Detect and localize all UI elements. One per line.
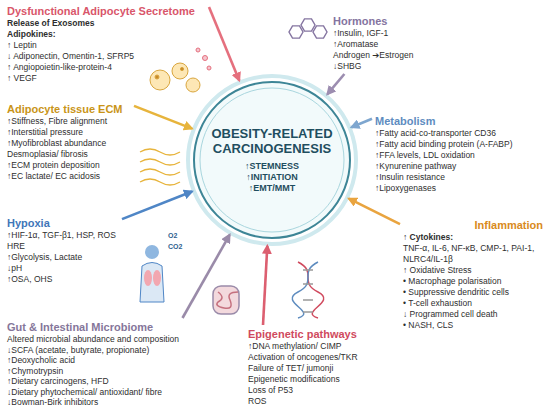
block-item: ↑ECM protein deposition [7,160,131,171]
dna-icon [292,262,324,318]
block-item: Epigenetic modifications [248,374,392,385]
block-heading: Hypoxia [7,216,119,230]
block-item: ↑Glycolysis, Lactate [7,252,119,263]
ecm-fibres [140,149,180,185]
block-item: • Suppressive dendritic cells [403,287,543,298]
block-item: ↑ Cytokines: [403,232,543,243]
outcome-text: ↑EMT/MMT [249,183,296,194]
block-item: ↑Chymotrypsin [7,366,211,377]
arrow-connector [349,199,400,225]
block-item: Androgen ➔Estrogen [333,50,507,61]
block-item: ↑Stiffness, Fibre alignment [7,116,131,127]
arrow-connector [134,106,192,129]
block-item: ↑Insulin resistance [375,172,543,183]
block-item: Release of Exosomes [7,18,206,29]
block-item: Altered microbial abundance and composit… [7,334,211,345]
block-item: • NASH, CLS [403,320,543,331]
block-heading: Inflammation [403,218,543,232]
block-item: Failure of TET/ jumonji [248,363,392,374]
factor-block: Hypoxia↑HIF-1α, TGF-β1, HSP, ROSHRE↑Glyc… [4,214,122,287]
block-item: ↑Fatty acid-co-transporter CD36 [375,128,543,139]
factor-block: Hormones↑Insulin, IGF-1↑AromataseAndroge… [330,12,510,74]
steroid-icon [289,19,327,38]
block-item: ROS [248,396,392,407]
block-item: ↑Fatty acid binding protein (A-FABP) [375,139,543,150]
block-item: ↓SCFA (acetate, butyrate, propionate) [7,345,211,356]
arrow-connector [327,74,344,94]
gas-label: CO2 [168,243,182,251]
outcome-text: ↑STEMNESS [245,161,299,172]
arrow-connector [351,119,372,127]
outcome-text: ↑INITIATION [246,172,297,183]
arrow-connector [209,7,239,80]
central-title: OBESITY-RELATED CARCINOGENESIS [211,126,333,156]
factor-block: Epigenetic pathways↑DNA methylation/ CIM… [245,325,395,409]
block-item: ↓Bowman-Birk inhibitors [7,397,211,408]
block-item: ↑ VEGF [7,73,206,84]
block-heading: Epigenetic pathways [248,327,392,341]
block-item: ↑EC lactate/ EC acidosis [7,171,131,182]
centre-circle [194,82,350,238]
factor-block: Metabolism↑Fatty acid-co-transporter CD3… [372,112,546,196]
arrow-connector [122,192,192,220]
block-item: ↑Dietary carcinogens, HFD [7,376,211,387]
block-item: ↑ Leptin [7,40,206,51]
block-item: ↑Insulin, IGF-1 [333,28,507,39]
block-item: ↑HIF-1α, TGF-β1, HSP, ROS [7,230,119,241]
block-heading: Adipocyte tissue ECM [7,102,131,116]
block-heading: Hormones [333,14,507,28]
block-item: ↑Aromatase [333,39,507,50]
block-item: TNF-α, IL-6, NF-κB, CMP-1, PAI-1, NLRC4/… [403,243,543,265]
block-item: ↓pH [7,263,119,274]
gut-icon [213,286,239,314]
block-item: Activation of oncogenes/TKR [248,352,392,363]
block-item: ↑Lipoxygenases [375,183,543,194]
block-item: ↑Deoxycholic acid [7,355,211,366]
inner-ring [200,88,344,232]
block-heading: Dysfunctional Adipocyte Secretome [7,4,206,18]
block-heading: Metabolism [375,114,543,128]
block-item: ↑Myofibroblast abundance Desmoplasia/ fi… [7,138,131,160]
block-item: Loss of P53 [248,385,392,396]
block-item: ↑OSA, OHS [7,274,119,285]
block-item: • T-cell exhaustion [403,298,543,309]
block-item: ↓Dietary phytochemical/ antioxidant/ fib… [7,387,211,398]
block-item: ↓ Programmed cell death [403,309,543,320]
block-item: ↑Kynurenine pathway [375,161,543,172]
block-item: Adipokines: [7,29,206,40]
hypoxia-person [140,245,164,302]
block-item: ↑ Angiopoietin-like-protein-4 [7,62,206,73]
block-item: ↑DNA methylation/ CIMP [248,341,392,352]
factor-block: Gut & Intestinal MicrobiomeAltered micro… [4,318,214,410]
gas-label: O2 [168,232,177,240]
arrow-connector [183,235,230,318]
arrow-connector [263,246,267,325]
adipocyte-icon [150,48,211,92]
block-heading: Gut & Intestinal Microbiome [7,320,211,334]
factor-block: Inflammation↑ Cytokines:TNF-α, IL-6, NF-… [400,216,546,333]
factor-block: Dysfunctional Adipocyte SecretomeRelease… [4,2,209,86]
factor-block: Adipocyte tissue ECM↑Stiffness, Fibre al… [4,100,134,184]
outer-ring [188,76,356,244]
block-item: HRE [7,241,119,252]
block-item: ↑ Oxidative Stress [403,265,543,276]
block-item: ↓SHBG [333,61,507,72]
block-item: • Macrophage polarisation [403,276,543,287]
block-item: ↑FFA levels, LDL oxidation [375,150,543,161]
block-item: ↓ Adiponectin, Omentin-1, SFRP5 [7,51,206,62]
block-item: ↑Interstitial pressure [7,127,131,138]
central-circle: OBESITY-RELATED CARCINOGENESIS↑STEMNESS↑… [196,84,348,236]
